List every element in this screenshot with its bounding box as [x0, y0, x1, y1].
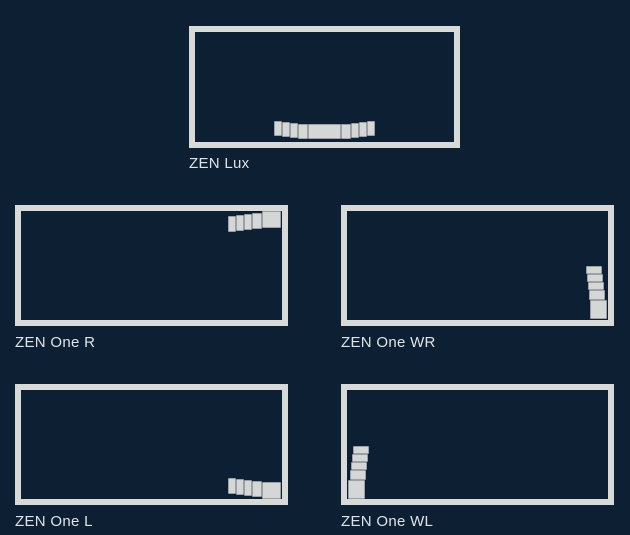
seat-block [359, 122, 367, 137]
seat-block [236, 215, 244, 231]
seat-block [308, 124, 341, 139]
seat-block [350, 470, 366, 480]
seat-block [588, 282, 604, 290]
seat-block [298, 124, 308, 139]
layout-label: ZEN One WL [341, 513, 434, 530]
seat-block [252, 481, 262, 497]
seat-block [590, 300, 607, 319]
room-frame [341, 384, 614, 505]
seat-block [353, 446, 369, 454]
seat-block [367, 121, 375, 136]
seat-block [262, 211, 281, 228]
seat-block [228, 216, 236, 232]
layout-label: ZEN One L [15, 513, 93, 530]
seat-block [589, 290, 605, 300]
room-frame [189, 26, 460, 148]
layout-option-zen-one-l[interactable]: ZEN One L [15, 384, 288, 534]
seat-block [244, 214, 252, 230]
layout-option-zen-one-r[interactable]: ZEN One R [15, 205, 288, 355]
seat-block [587, 274, 603, 282]
seat-block [252, 213, 262, 229]
room-frame [15, 384, 288, 505]
seat-block [348, 480, 365, 499]
layout-option-zen-one-wr[interactable]: ZEN One WR [341, 205, 614, 355]
layout-label: ZEN Lux [189, 155, 250, 172]
layout-option-zen-one-wl[interactable]: ZEN One WL [341, 384, 614, 534]
layout-option-zen-lux[interactable]: ZEN Lux [189, 26, 460, 178]
layout-label: ZEN One R [15, 334, 96, 351]
seat-block [352, 454, 368, 462]
seat-block [236, 479, 244, 495]
seat-block [244, 480, 252, 496]
seat-block [290, 123, 298, 138]
seat-block [282, 122, 290, 137]
seat-block [351, 123, 359, 138]
seat-block [228, 478, 236, 494]
seat-block [586, 266, 602, 274]
seat-block [341, 124, 351, 139]
seat-block [351, 462, 367, 470]
seat-block [274, 121, 282, 136]
seat-block [262, 482, 281, 499]
layout-label: ZEN One WR [341, 334, 436, 351]
room-frame [15, 205, 288, 326]
room-frame [341, 205, 614, 326]
